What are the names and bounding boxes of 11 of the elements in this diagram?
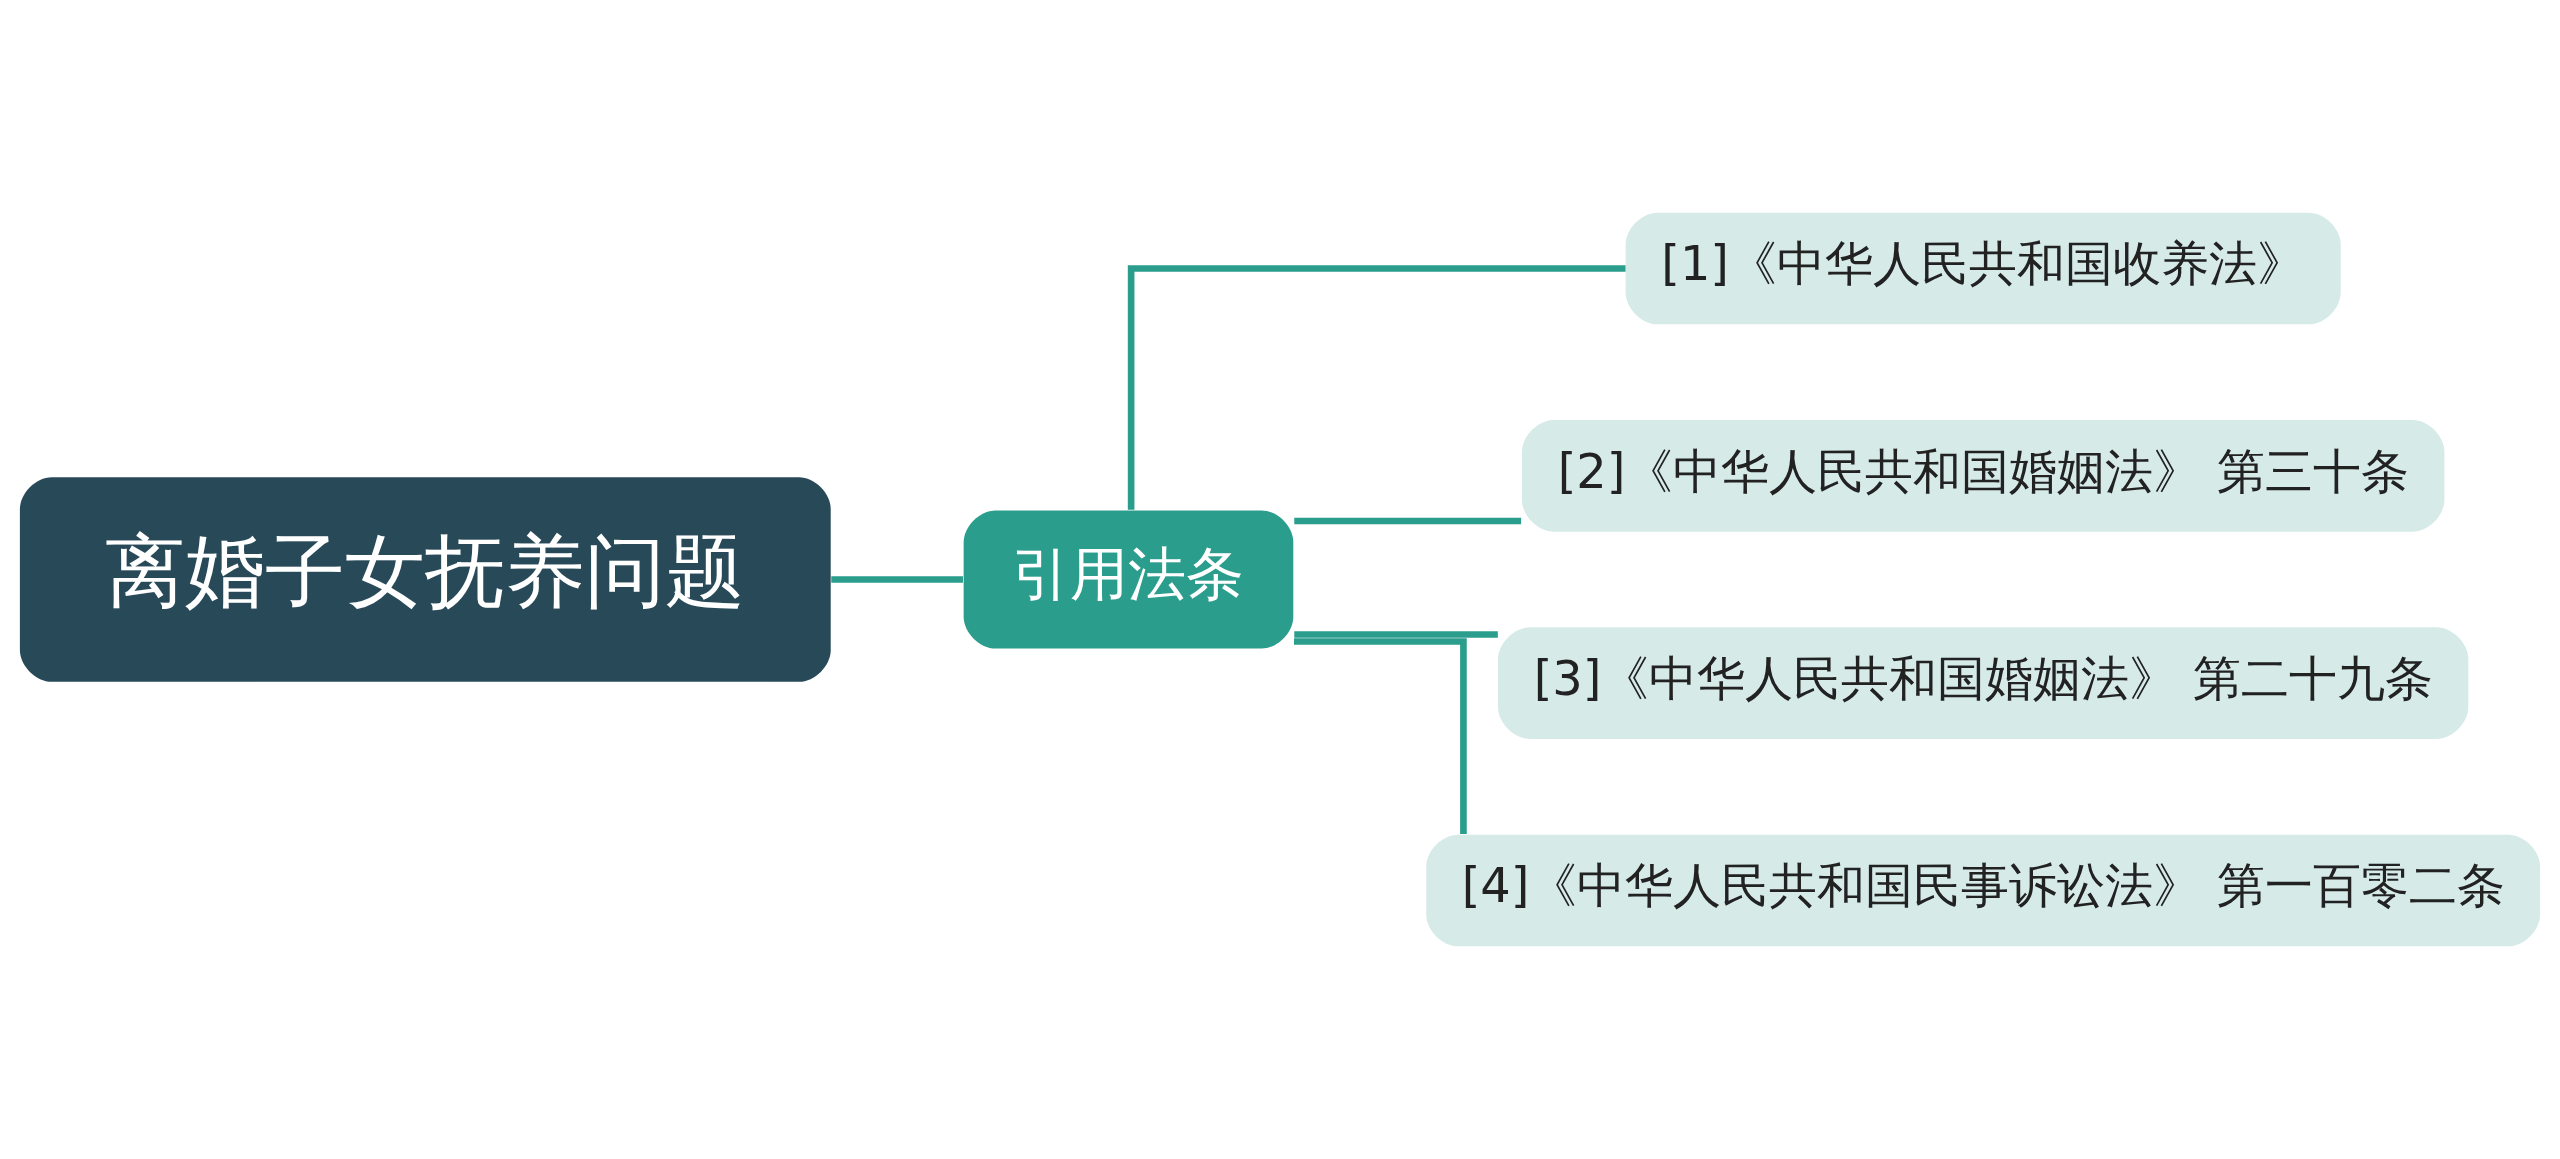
- node-box: 引用法条: [963, 510, 1294, 649]
- connector: [1294, 631, 1498, 638]
- node-box: [1]《中华人民共和国收养法》: [1625, 212, 2341, 325]
- node-box: [3]《中华人民共和国婚姻法》 第二十九条: [1498, 627, 2469, 739]
- node-box: 离婚子女抚养问题: [19, 477, 831, 682]
- connector: [831, 576, 963, 583]
- connector: [1127, 265, 1626, 510]
- node-box: [4]《中华人民共和国民事诉讼法》 第一百零二条: [1426, 834, 2541, 947]
- connector: [1294, 517, 1522, 525]
- connector: [1294, 638, 1467, 835]
- node-box: [2]《中华人民共和国婚姻法》 第三十条: [1521, 420, 2445, 532]
